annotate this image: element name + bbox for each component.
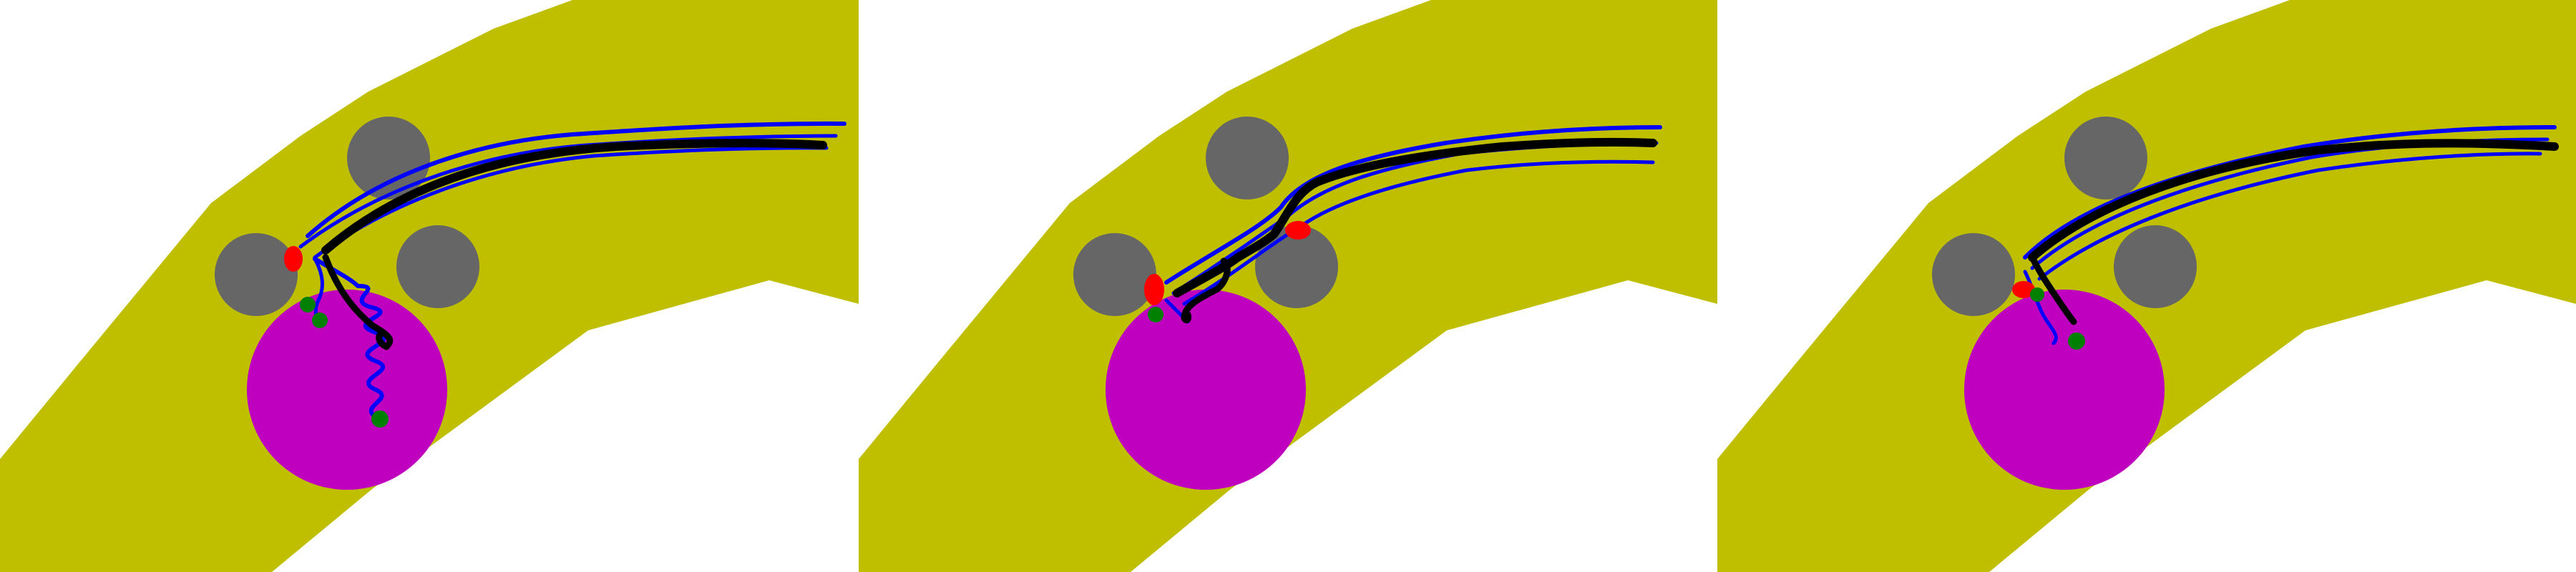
panel-2-executed-path (1173, 137, 1657, 324)
panel-1-executed-path (321, 139, 827, 350)
panel-3-goal-marker-1 (2030, 287, 2044, 302)
panel-1-obstacle-top (347, 117, 430, 199)
panel-2-collision-marker-2 (1285, 221, 1311, 240)
panel-1-obstacle-left (215, 233, 298, 316)
panel-3-obstacle-right (2114, 225, 2197, 308)
panel-3-goal-marker-2 (2068, 332, 2085, 350)
panel-1-collision-marker (284, 246, 303, 272)
panel-3 (1717, 0, 2576, 572)
panel-1-planned-paths (298, 121, 847, 420)
panel-2-obstacle-left (1073, 233, 1156, 316)
panel-1-goal-marker-3 (371, 410, 389, 428)
panel-2-goal-region (1106, 290, 1306, 490)
panel-3-executed-path (2028, 139, 2559, 325)
panel-1 (0, 0, 859, 572)
panel-3-obstacle-top (2064, 117, 2147, 199)
panel-1-goal-marker-2 (312, 312, 328, 328)
panel-3-goal-region (1964, 290, 2165, 490)
panel-2-obstacle-right (1255, 225, 1338, 308)
panel-2-obstacle-top (1206, 117, 1289, 199)
panel-1-obstacle-right (396, 225, 479, 308)
panel-2-goal-marker-1 (1148, 307, 1163, 322)
panel-3-collision-marker (2012, 281, 2035, 298)
panel-1-goal-region (247, 290, 447, 490)
panel-3-obstacle-left (1932, 233, 2015, 316)
panel-2 (859, 0, 1717, 572)
panel-1-goal-marker-1 (300, 297, 316, 312)
panel-2-collision-marker-1 (1144, 274, 1164, 305)
